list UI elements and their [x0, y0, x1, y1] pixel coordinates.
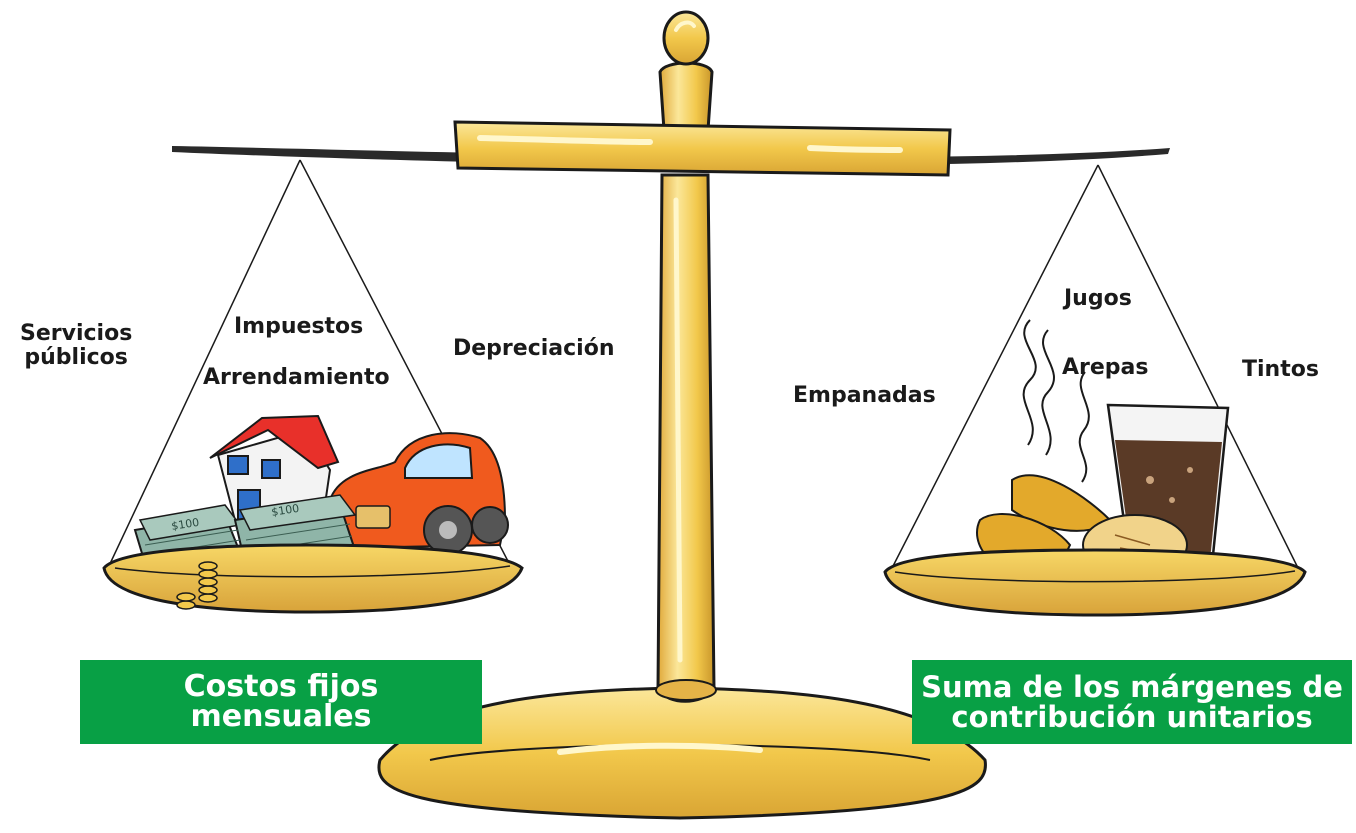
- left-pan: [102, 543, 524, 614]
- label-arrendamiento: Arrendamiento: [203, 365, 390, 390]
- label-servicios: Servicios públicos: [20, 322, 132, 370]
- scale-finial: [658, 10, 714, 132]
- bill-text-1: $100: [170, 516, 200, 533]
- label-servicios-line2: públicos: [24, 345, 128, 370]
- label-jugos: Jugos: [1064, 286, 1132, 311]
- box-costos-line2: mensuales: [190, 699, 372, 734]
- box-margenes: Suma de los márgenes de contribución uni…: [912, 660, 1352, 744]
- box-costos-line1: Costos fijos: [183, 669, 379, 704]
- right-pan: [883, 548, 1307, 617]
- steam-icon: [1022, 319, 1090, 483]
- label-arepas: Arepas: [1062, 355, 1149, 380]
- box-margenes-line2: contribución unitarios: [951, 700, 1313, 734]
- bill-text-2: $100: [270, 502, 300, 519]
- box-costos-fijos: Costos fijos mensuales: [80, 660, 482, 744]
- label-empanadas: Empanadas: [793, 383, 936, 408]
- label-servicios-line1: Servicios: [20, 321, 133, 346]
- label-impuestos: Impuestos: [234, 314, 364, 339]
- box-margenes-line1: Suma de los márgenes de: [921, 670, 1343, 704]
- label-tintos: Tintos: [1242, 357, 1319, 382]
- scale-beam: [172, 120, 1170, 177]
- scale-post: [655, 173, 717, 703]
- right-pan-strings: [889, 164, 1301, 573]
- scale-base: [377, 686, 987, 820]
- label-depreciacion: Depreciación: [453, 336, 615, 361]
- coins-icon: [176, 561, 218, 610]
- car-icon: [328, 432, 509, 555]
